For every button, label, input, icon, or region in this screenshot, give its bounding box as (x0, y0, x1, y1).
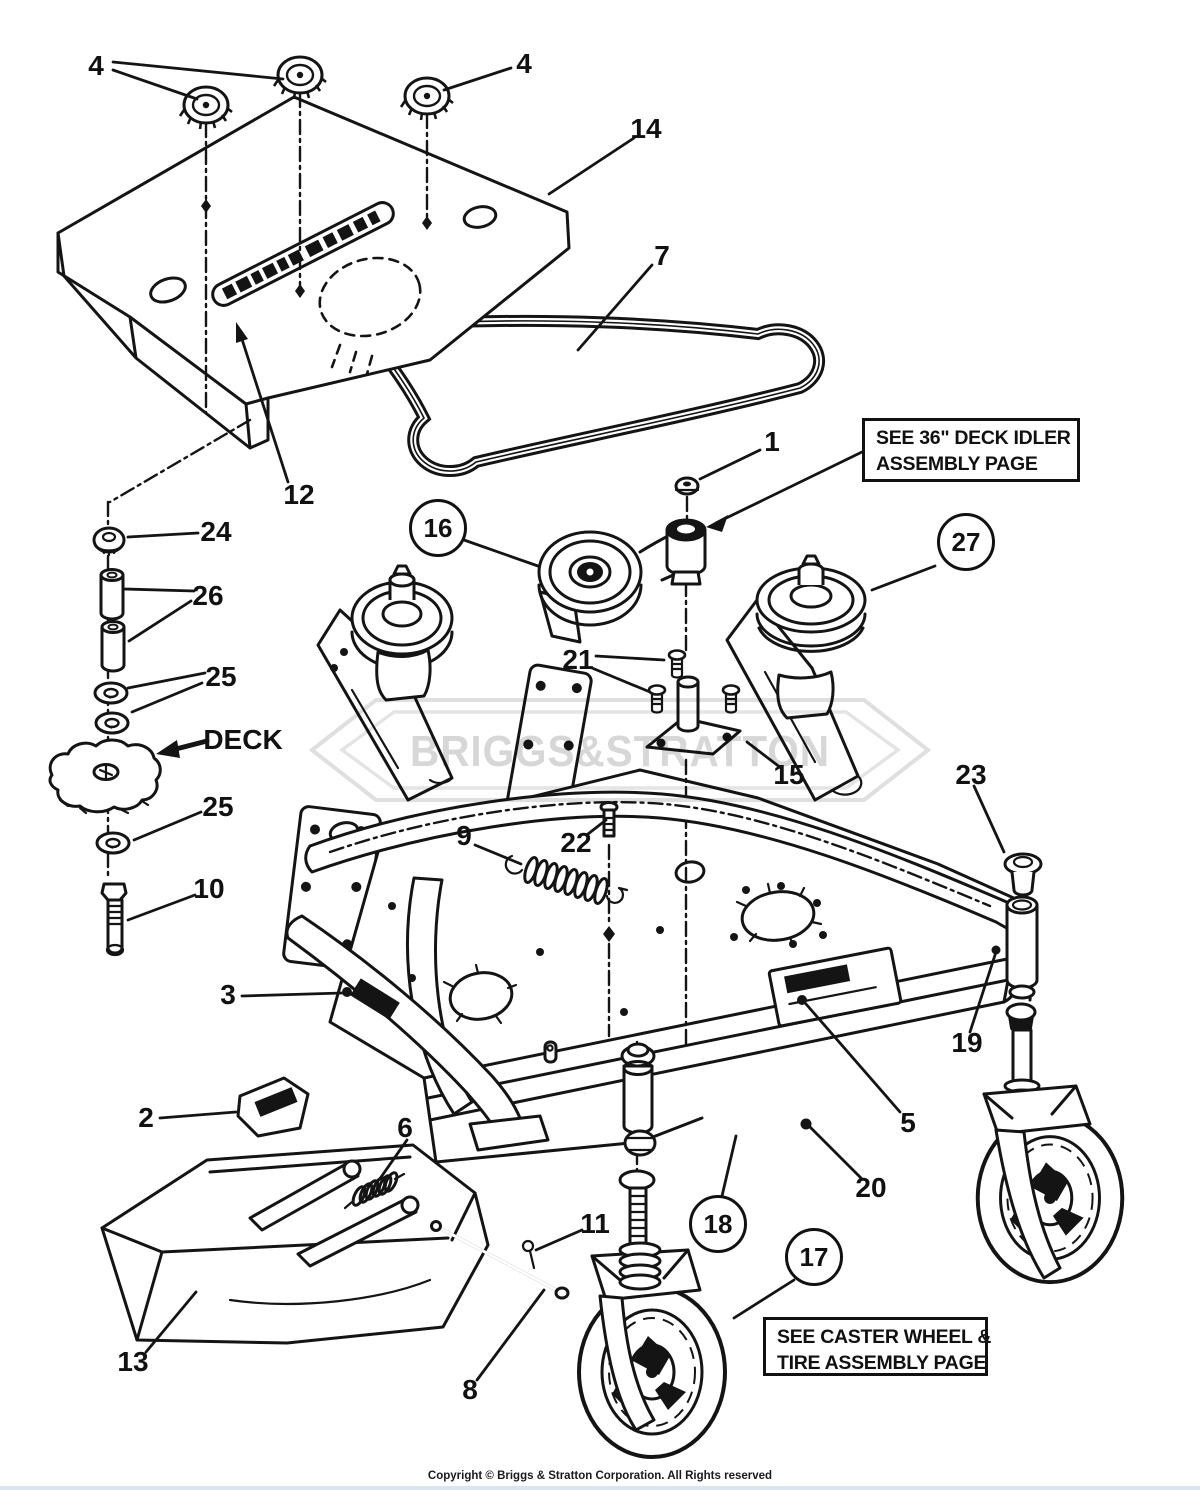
rod-8 (430, 1220, 570, 1300)
part-label-7: 7 (654, 240, 670, 271)
deck-warning-label (767, 946, 903, 1028)
part-label-25-lower: 25 (202, 791, 234, 822)
part-label-9: 9 (456, 820, 472, 851)
front-support-bar (285, 914, 550, 1152)
part-label-26: 26 (192, 580, 224, 611)
deck-plate (48, 738, 162, 815)
part-label-6: 6 (397, 1112, 413, 1143)
spacer-26a (99, 568, 125, 621)
baffle-plate-2 (236, 1076, 310, 1138)
spindle-left (316, 564, 454, 802)
part-label-13: 13 (117, 1346, 149, 1377)
spacer-26b (100, 620, 126, 673)
copyright-text: Copyright © Briggs & Stratton Corporatio… (427, 1470, 773, 1482)
callout-caster-line1: SEE CASTER WHEEL & (777, 1326, 992, 1348)
callout-deck-idler-line2: ASSEMBLY PAGE (876, 452, 1038, 475)
pin-11 (521, 1239, 536, 1270)
part-label-4-right: 4 (516, 48, 532, 79)
washer-25a (93, 681, 129, 705)
part-label-8: 8 (462, 1374, 478, 1405)
bolt-22 (599, 801, 619, 838)
callout-deck-idler-line1: SEE 36" DECK IDLER (876, 427, 1071, 449)
callout-caster-wheel-box: SEE CASTER WHEEL & TIRE ASSEMBLY PAGE (763, 1317, 992, 1376)
snapper-pro-logo-strip (211, 201, 395, 307)
leader-arrowheads (156, 322, 728, 758)
part-label-deck: DECK (203, 724, 283, 755)
circled-label-27: 27 (937, 513, 995, 571)
part-label-22: 22 (560, 827, 592, 858)
part-label-24: 24 (200, 516, 232, 547)
washer-25b (94, 711, 130, 735)
chute-spring (351, 1171, 399, 1207)
leader-lines (111, 60, 1006, 1382)
drive-belt (350, 314, 826, 478)
cap-nut-24 (92, 526, 126, 557)
callout-deck-idler-box: SEE 36" DECK IDLER ASSEMBLY PAGE (862, 418, 1080, 482)
circled-label-18: 18 (689, 1195, 747, 1253)
part-label-21: 21 (562, 644, 594, 675)
part-label-2: 2 (138, 1102, 154, 1133)
part-label-3: 3 (220, 979, 236, 1010)
knob-right (399, 76, 455, 122)
caster-front (577, 1042, 727, 1459)
idler-mount-cluster (645, 649, 742, 756)
part-label-5: 5 (900, 1107, 916, 1138)
part-label-4-left: 4 (88, 50, 104, 81)
caster-rear (975, 852, 1125, 1285)
part-label-10: 10 (193, 873, 225, 904)
blade-hardware-column (48, 418, 252, 957)
circled-label-17: 17 (785, 1228, 843, 1286)
deck-cover (56, 55, 571, 450)
part-label-1: 1 (764, 426, 780, 457)
callout-caster-line2: TIRE ASSEMBLY PAGE (777, 1351, 987, 1374)
part-label-14: 14 (630, 113, 662, 144)
knob-left (178, 85, 234, 131)
part-label-20: 20 (855, 1172, 887, 1203)
idler-bushing (665, 518, 707, 586)
footer-strip (0, 1486, 1200, 1490)
idler-assembly (537, 476, 707, 754)
discharge-chute (100, 1143, 570, 1345)
washer-25c (95, 831, 131, 855)
leader-dots (342, 945, 1001, 1130)
part-label-25-upper: 25 (205, 661, 237, 692)
part-label-23: 23 (955, 759, 987, 790)
part-label-12: 12 (283, 479, 315, 510)
push-cap-1 (674, 476, 700, 496)
bolt-10 (100, 882, 128, 957)
part-label-11: 11 (580, 1208, 610, 1239)
part-label-15: 15 (773, 759, 805, 790)
circled-label-16: 16 (409, 499, 467, 557)
part-label-19: 19 (951, 1027, 983, 1058)
